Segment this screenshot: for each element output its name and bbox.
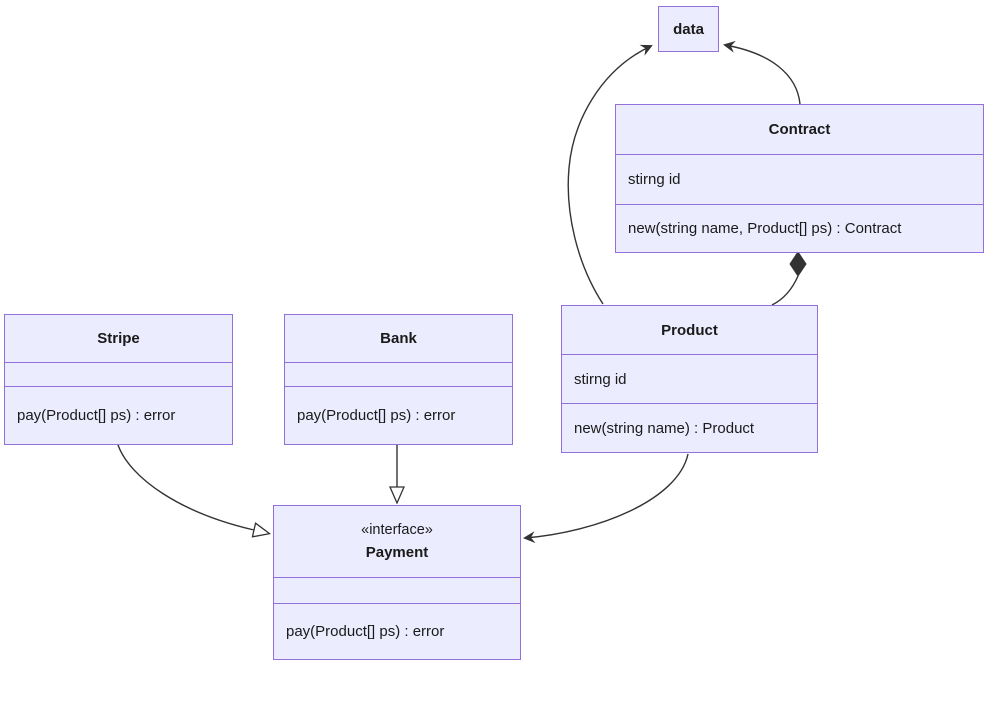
class-bank: Bank pay(Product[] ps) : error xyxy=(284,314,513,445)
class-data-title: data xyxy=(673,20,704,38)
class-contract-methods: new(string name, Product[] ps) : Contrac… xyxy=(616,205,983,252)
method: new(string name, Product[] ps) : Contrac… xyxy=(628,220,902,237)
composition-diamond xyxy=(789,251,807,277)
class-payment-title: Payment xyxy=(365,544,429,561)
edge-contract-to-data xyxy=(723,40,801,105)
method: pay(Product[] ps) : error xyxy=(297,407,456,424)
class-payment-methods: pay(Product[] ps) : error xyxy=(274,604,520,659)
class-data: data xyxy=(658,6,719,52)
class-product: Product stirng id new(string name) : Pro… xyxy=(561,305,818,453)
class-stripe-methods: pay(Product[] ps) : error xyxy=(5,387,232,444)
edge-stripe-to-payment xyxy=(117,444,254,530)
method: pay(Product[] ps) : error xyxy=(17,407,176,424)
method: pay(Product[] ps) : error xyxy=(286,623,445,640)
edge-contract-to-product xyxy=(771,275,799,306)
class-product-title: Product xyxy=(562,306,817,355)
class-payment: «interface» Payment pay(Product[] ps) : … xyxy=(273,505,521,660)
method: new(string name) : Product xyxy=(574,419,755,437)
class-stripe: Stripe pay(Product[] ps) : error xyxy=(4,314,233,445)
attribute: stirng id xyxy=(628,171,681,188)
class-payment-header: «interface» Payment xyxy=(274,506,520,578)
class-product-methods: new(string name) : Product xyxy=(562,404,817,452)
class-bank-title: Bank xyxy=(285,315,512,363)
edge-product-to-payment xyxy=(523,453,689,544)
class-bank-methods: pay(Product[] ps) : error xyxy=(285,387,512,444)
class-contract-attributes: stirng id xyxy=(616,155,983,205)
class-payment-attributes xyxy=(274,578,520,604)
interface-annotation: «interface» xyxy=(361,522,433,538)
attribute: stirng id xyxy=(574,370,627,388)
class-contract-title: Contract xyxy=(616,105,983,155)
class-product-attributes: stirng id xyxy=(562,355,817,404)
class-contract: Contract stirng id new(string name, Prod… xyxy=(615,104,984,253)
class-bank-attributes xyxy=(285,363,512,387)
class-stripe-title: Stripe xyxy=(5,315,232,363)
class-stripe-attributes xyxy=(5,363,232,387)
